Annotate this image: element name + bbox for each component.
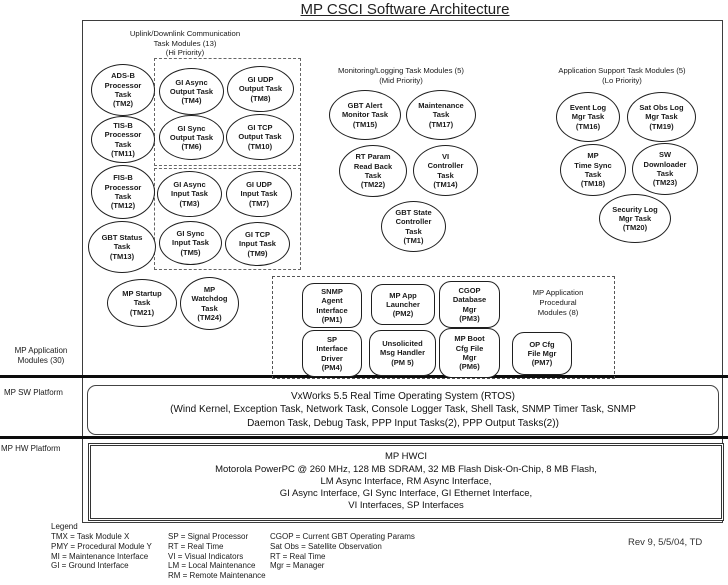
task-tm6: GI Sync Output Task (TM6) [159,115,224,160]
task-tm18: MP Time Sync Task (TM18) [560,144,626,196]
task-tm13: GBT Status Task (TM13) [88,221,156,273]
task-tm16: Event Log Mgr Task (TM16) [556,92,620,142]
group-label-monitoring: Monitoring/Logging Task Modules (5) (Mid… [338,66,464,85]
module-pm7: OP Cfg File Mgr (PM7) [512,332,572,375]
task-tm24: MP Watchdog Task (TM24) [180,277,239,330]
module-pm2: MP App Launcher (PM2) [371,284,435,325]
task-tm3: GI Async Input Task (TM3) [157,171,222,217]
group-label-uplink: Uplink/Downlink Communication Task Modul… [129,29,241,58]
task-tm4: GI Async Output Task (TM4) [159,68,224,115]
task-tm21: MP Startup Task (TM21) [107,279,177,327]
module-pm1: SNMP Agent Interface (PM1) [302,283,362,328]
legend-column-2: SP = Signal Processor RT = Real Time VI … [168,532,266,581]
side-label-app-modules: MP Application Modules (30) [14,346,68,365]
output-tasks-dashed-box [154,58,301,166]
sw-platform-box: VxWorks 5.5 Real Time Operating System (… [87,385,719,435]
task-tm23: SW Downloader Task (TM23) [632,143,698,195]
task-tm14: VI Controller Task (TM14) [413,145,478,196]
task-tm15: GBT Alert Monitor Task (TM15) [329,90,401,140]
side-label-hw-platform: MP HW Platform [1,444,61,453]
module-pm5: Unsolicited Msg Handler (PM 5) [369,330,436,376]
input-tasks-dashed-box [154,168,301,270]
group-label-app-support: Application Support Task Modules (5) (Lo… [558,66,686,85]
revision-note: Rev 9, 5/5/04, TD [628,537,703,548]
side-label-sw-platform: MP SW Platform [4,388,63,397]
task-tm9: GI TCP Input Task (TM9) [225,222,290,266]
task-tm2: ADS-B Processor Task (TM2) [91,64,155,116]
page-title: MP CSCI Software Architecture [300,1,510,18]
group-label-procedural: MP Application Procedural Modules (8) [532,288,584,317]
task-tm19: Sat Obs Log Mgr Task (TM19) [627,92,696,142]
task-tm5: GI Sync Input Task (TM5) [159,221,222,265]
legend-title: Legend [51,522,78,531]
task-tm17: Maintenance Task (TM17) [406,90,476,140]
task-tm8: GI UDP Output Task (TM8) [227,66,294,112]
application-modules-box [82,20,723,523]
task-tm1: GBT State Controller Task (TM1) [381,201,446,252]
task-tm10: GI TCP Output Task (TM10) [226,114,294,160]
task-tm11: TIS-B Processor Task (TM11) [91,116,155,163]
sw-platform-divider [0,375,728,378]
task-tm22: RT Param Read Back Task (TM22) [339,145,407,197]
hw-platform-divider [0,436,728,439]
task-tm12: FIS-B Processor Task (TM12) [91,165,155,219]
hw-platform-box: MP HWCI Motorola PowerPC @ 260 MHz, 128 … [88,443,724,521]
task-tm20: Security Log Mgr Task (TM20) [599,194,671,243]
legend-column-1: TMX = Task Module X PMY = Procedural Mod… [51,532,152,571]
module-pm4: SP Interface Driver (PM4) [302,330,362,377]
module-pm3: CGOP Database Mgr (PM3) [439,281,500,328]
procedural-modules-dashdot-box [272,276,615,379]
task-tm7: GI UDP Input Task (TM7) [226,171,292,217]
module-pm6: MP Boot Cfg File Mgr (PM6) [439,328,500,378]
legend-column-3: CGOP = Current GBT Operating Params Sat … [270,532,415,571]
